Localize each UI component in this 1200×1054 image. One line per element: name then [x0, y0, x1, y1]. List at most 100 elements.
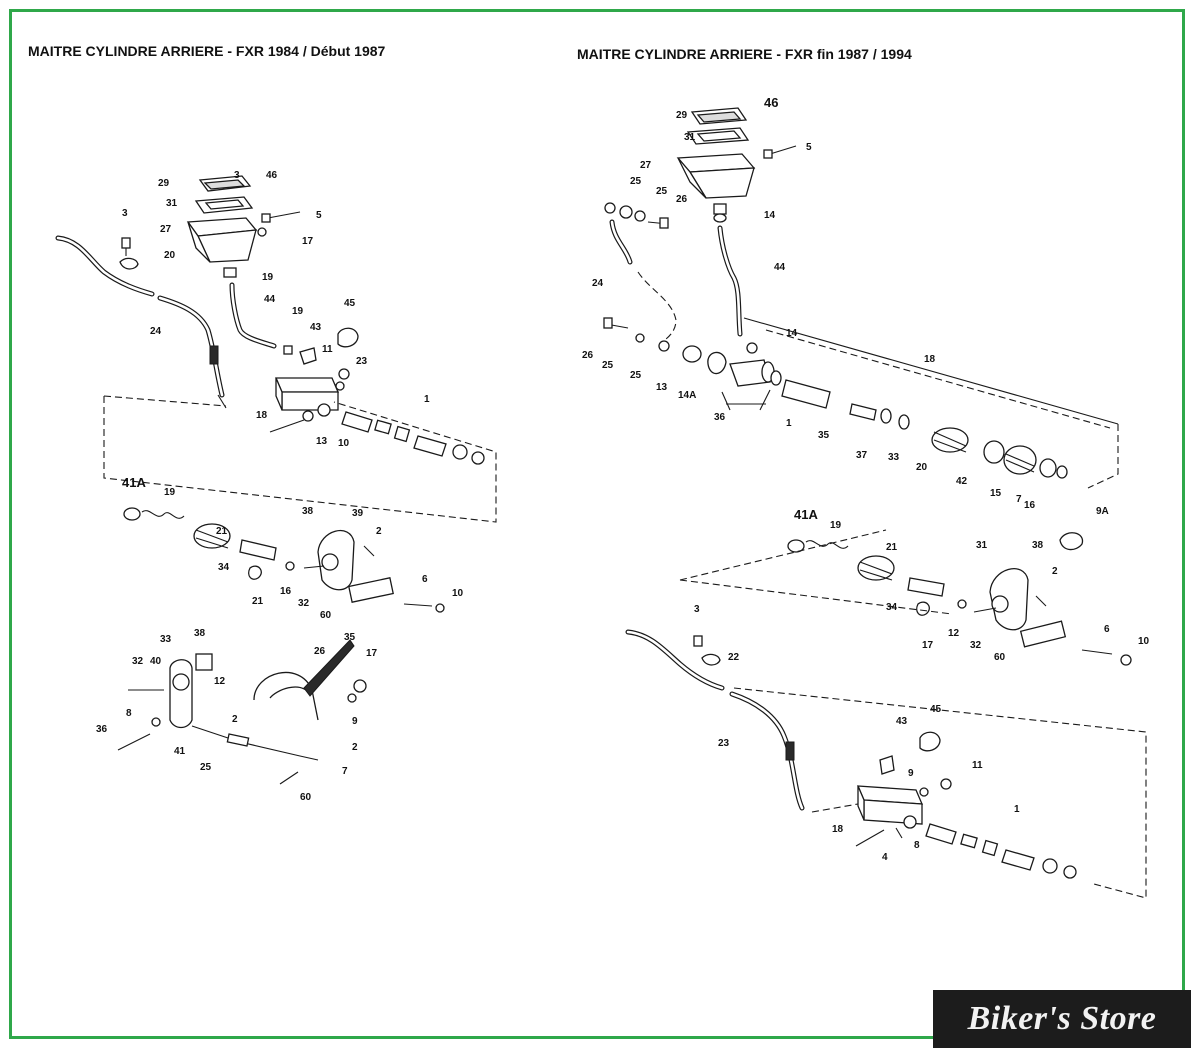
reservoir-cover: [690, 107, 748, 125]
label: 29: [158, 178, 170, 189]
label: 21: [216, 526, 228, 537]
label: 8: [914, 840, 920, 851]
label: 11: [322, 344, 333, 355]
label: 34: [886, 602, 898, 613]
label: 16: [1024, 500, 1036, 511]
label: 25: [602, 360, 614, 371]
right-pedal-assembly: [787, 532, 1132, 666]
label: 8: [126, 708, 132, 719]
right-internal-parts: [849, 403, 1068, 479]
label: 31: [976, 540, 988, 551]
label: 43: [896, 716, 908, 727]
brand-logo-text: Biker's Store: [967, 1000, 1157, 1037]
label: 25: [630, 176, 642, 187]
label: 11: [972, 760, 983, 771]
label: 12: [214, 676, 226, 687]
label: 19: [164, 487, 176, 498]
left-part-labels: 3 46 29 31 5 27 17 3 20 19 44 45 24 19 4…: [96, 170, 464, 803]
label: 4: [882, 852, 888, 863]
label: 26: [676, 194, 688, 205]
label: 2: [376, 526, 382, 537]
label: 7: [342, 766, 348, 777]
label: 2: [232, 714, 238, 725]
label: 44: [774, 262, 786, 273]
label: 46: [266, 170, 278, 181]
label: 33: [160, 634, 172, 645]
label: 1: [424, 394, 430, 405]
label: 60: [300, 792, 312, 803]
label: 21: [886, 542, 898, 553]
label: 14: [764, 210, 776, 221]
label: 6: [1104, 624, 1110, 635]
label: 33: [888, 452, 900, 463]
label: 16: [280, 586, 292, 597]
label: 25: [630, 370, 642, 381]
label: 23: [718, 738, 730, 749]
label: 12: [948, 628, 960, 639]
label: 25: [200, 762, 212, 773]
label: 40: [150, 656, 162, 667]
label: 60: [320, 610, 332, 621]
label: 21: [252, 596, 264, 607]
label: 35: [818, 430, 830, 441]
label: 60: [994, 652, 1006, 663]
label: 46: [764, 95, 778, 110]
label: 27: [160, 224, 172, 235]
label: 17: [366, 648, 378, 659]
right-lower-internal-parts: [925, 823, 1077, 879]
label: 3: [122, 208, 128, 219]
label: 44: [264, 294, 276, 305]
left-pedal-assembly: [123, 507, 445, 613]
label: 2: [352, 742, 358, 753]
label: 32: [970, 640, 982, 651]
label: 24: [592, 278, 604, 289]
label: 31: [684, 132, 696, 143]
reservoir-cover: [198, 175, 252, 192]
label: 29: [676, 110, 688, 121]
label: 13: [316, 436, 328, 447]
right-master-cylinder-body: [729, 342, 782, 387]
label: 41: [174, 746, 186, 757]
label: 24: [150, 326, 162, 337]
label: 41A: [794, 507, 818, 522]
label: 1: [1014, 804, 1020, 815]
label: 26: [314, 646, 326, 657]
label: 7: [1016, 494, 1022, 505]
label: 32: [132, 656, 144, 667]
reservoir-gasket: [686, 127, 750, 145]
label: 2: [1052, 566, 1058, 577]
label: 34: [218, 562, 230, 573]
label: 38: [302, 506, 314, 517]
label: 45: [344, 298, 356, 309]
label: 20: [916, 462, 928, 473]
label: 45: [930, 704, 942, 715]
label: 17: [302, 236, 314, 247]
left-linkage-assembly: [117, 639, 367, 785]
label: 22: [728, 652, 740, 663]
right-part-labels: 46 29 31 5 27 25 25 26 14 24 44 14 18 26…: [582, 95, 1150, 863]
left-master-cylinder: [275, 377, 339, 417]
label: 17: [922, 640, 934, 651]
label: 38: [1032, 540, 1044, 551]
left-exploded-view: [55, 175, 497, 785]
label: 9A: [1096, 506, 1109, 517]
label: 9: [908, 768, 914, 779]
label: 13: [656, 382, 668, 393]
label: 19: [262, 272, 274, 283]
label: 36: [96, 724, 108, 735]
label: 14: [786, 328, 798, 339]
label: 6: [422, 574, 428, 585]
label: 25: [656, 186, 668, 197]
label: 42: [956, 476, 968, 487]
label: 32: [298, 598, 310, 609]
right-master-cylinder: [856, 785, 924, 829]
label: 20: [164, 250, 176, 261]
label: 3: [234, 170, 240, 181]
label: 14A: [678, 390, 696, 401]
label: 18: [256, 410, 268, 421]
label: 39: [352, 508, 364, 519]
label: 18: [924, 354, 936, 365]
label: 37: [856, 450, 868, 461]
reservoir-gasket: [194, 196, 254, 214]
